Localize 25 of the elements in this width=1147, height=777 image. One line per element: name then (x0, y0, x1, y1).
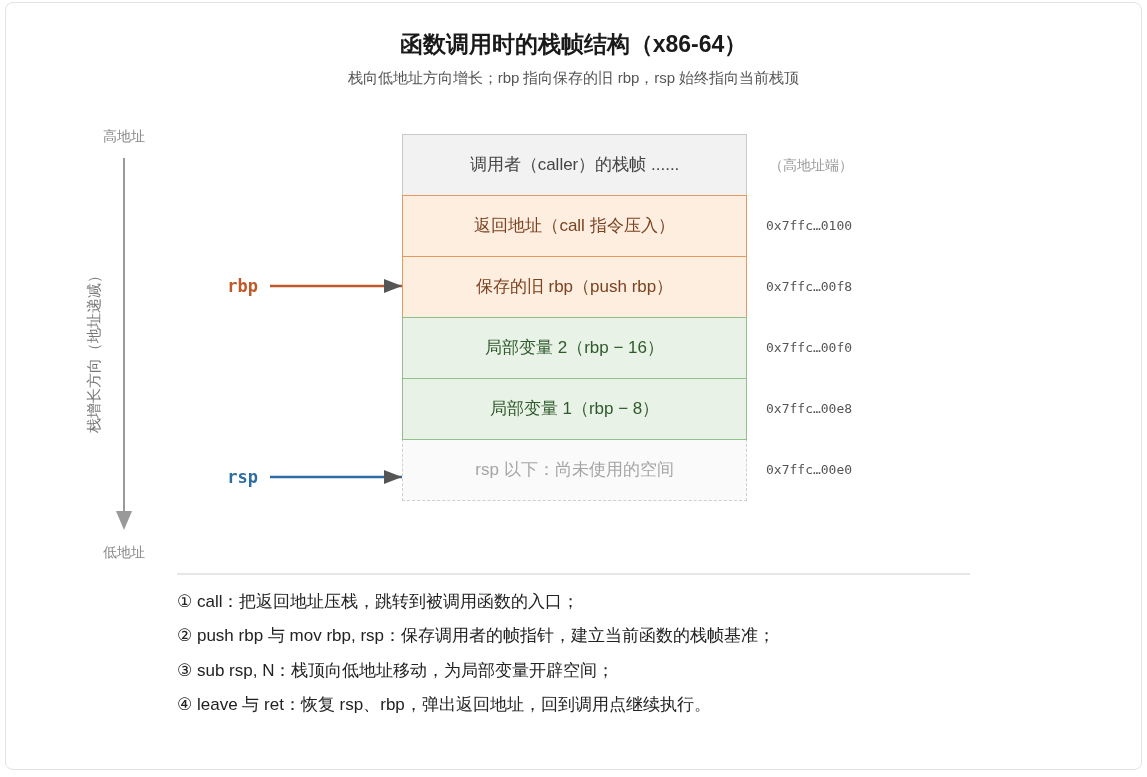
stack-slot: 返回地址（call 指令压入） (402, 195, 747, 257)
pointer-arrow (270, 470, 402, 484)
stack-slot: 局部变量 2（rbp − 16） (402, 317, 747, 379)
address-label: 0x7ffc…0100 (766, 216, 853, 235)
address-label: 0x7ffc…00f0 (766, 338, 853, 357)
address-label: 0x7ffc…00e0 (766, 460, 853, 479)
address-label: 0x7ffc…00f8 (766, 277, 853, 296)
register-label: rsp (227, 466, 258, 488)
axis-label: 高地址 (102, 127, 146, 146)
stack-slot: 保存的旧 rbp（push rbp） (402, 256, 747, 318)
note-label: （高地址端） (769, 155, 853, 175)
stack-slot: 局部变量 1（rbp − 8） (402, 378, 747, 440)
address-label: 0x7ffc…00e8 (766, 399, 853, 418)
note-text: ① call：把返回地址压栈，跳转到被调用函数的入口； (177, 591, 580, 613)
stack-slot: 调用者（caller）的栈帧 ...... (402, 134, 747, 196)
pointer-arrow (270, 279, 402, 293)
subtitle: 栈向低地址方向增长；rbp 指向保存的旧 rbp，rsp 始终指向当前栈顶 (346, 68, 801, 88)
axis-title: 栈增长方向（地址递减） (84, 266, 103, 435)
stack-slot: rsp 以下：尚未使用的空间 (402, 439, 747, 501)
axis-label: 低地址 (102, 543, 146, 562)
note-text: ③ sub rsp, N：栈顶向低地址移动，为局部变量开辟空间； (177, 660, 615, 682)
note-text: ② push rbp 与 mov rbp, rsp：保存调用者的帧指针，建立当前函数的栈帧基准； (177, 625, 776, 647)
diagram-title: 函数调用时的栈帧结构（x86-64） (398, 30, 749, 59)
note-text: ④ leave 与 ret：恢复 rsp、rbp，弹出返回地址，回到调用点继续执行。 (177, 694, 711, 716)
register-label: rbp (227, 275, 258, 297)
